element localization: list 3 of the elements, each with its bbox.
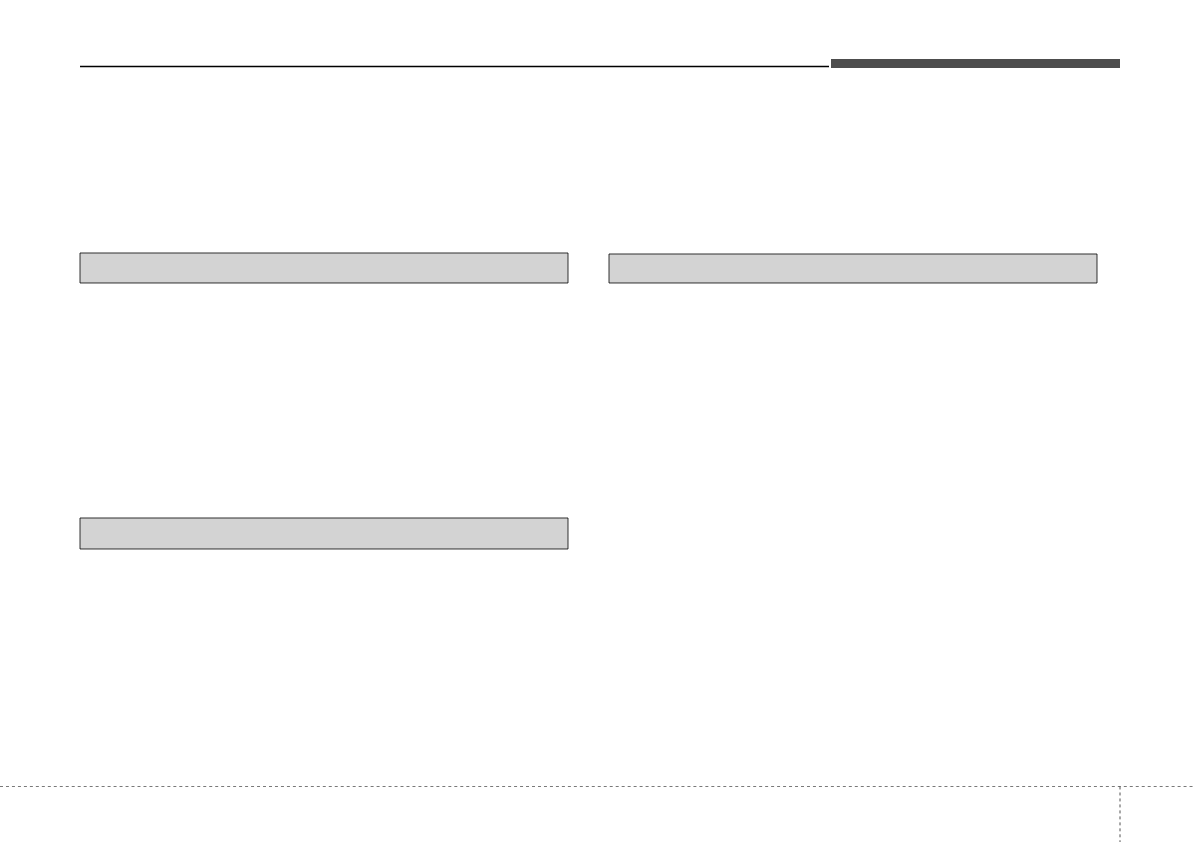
section-bar	[79, 252, 569, 284]
section-bar	[608, 253, 1098, 284]
section-bar	[79, 517, 569, 550]
